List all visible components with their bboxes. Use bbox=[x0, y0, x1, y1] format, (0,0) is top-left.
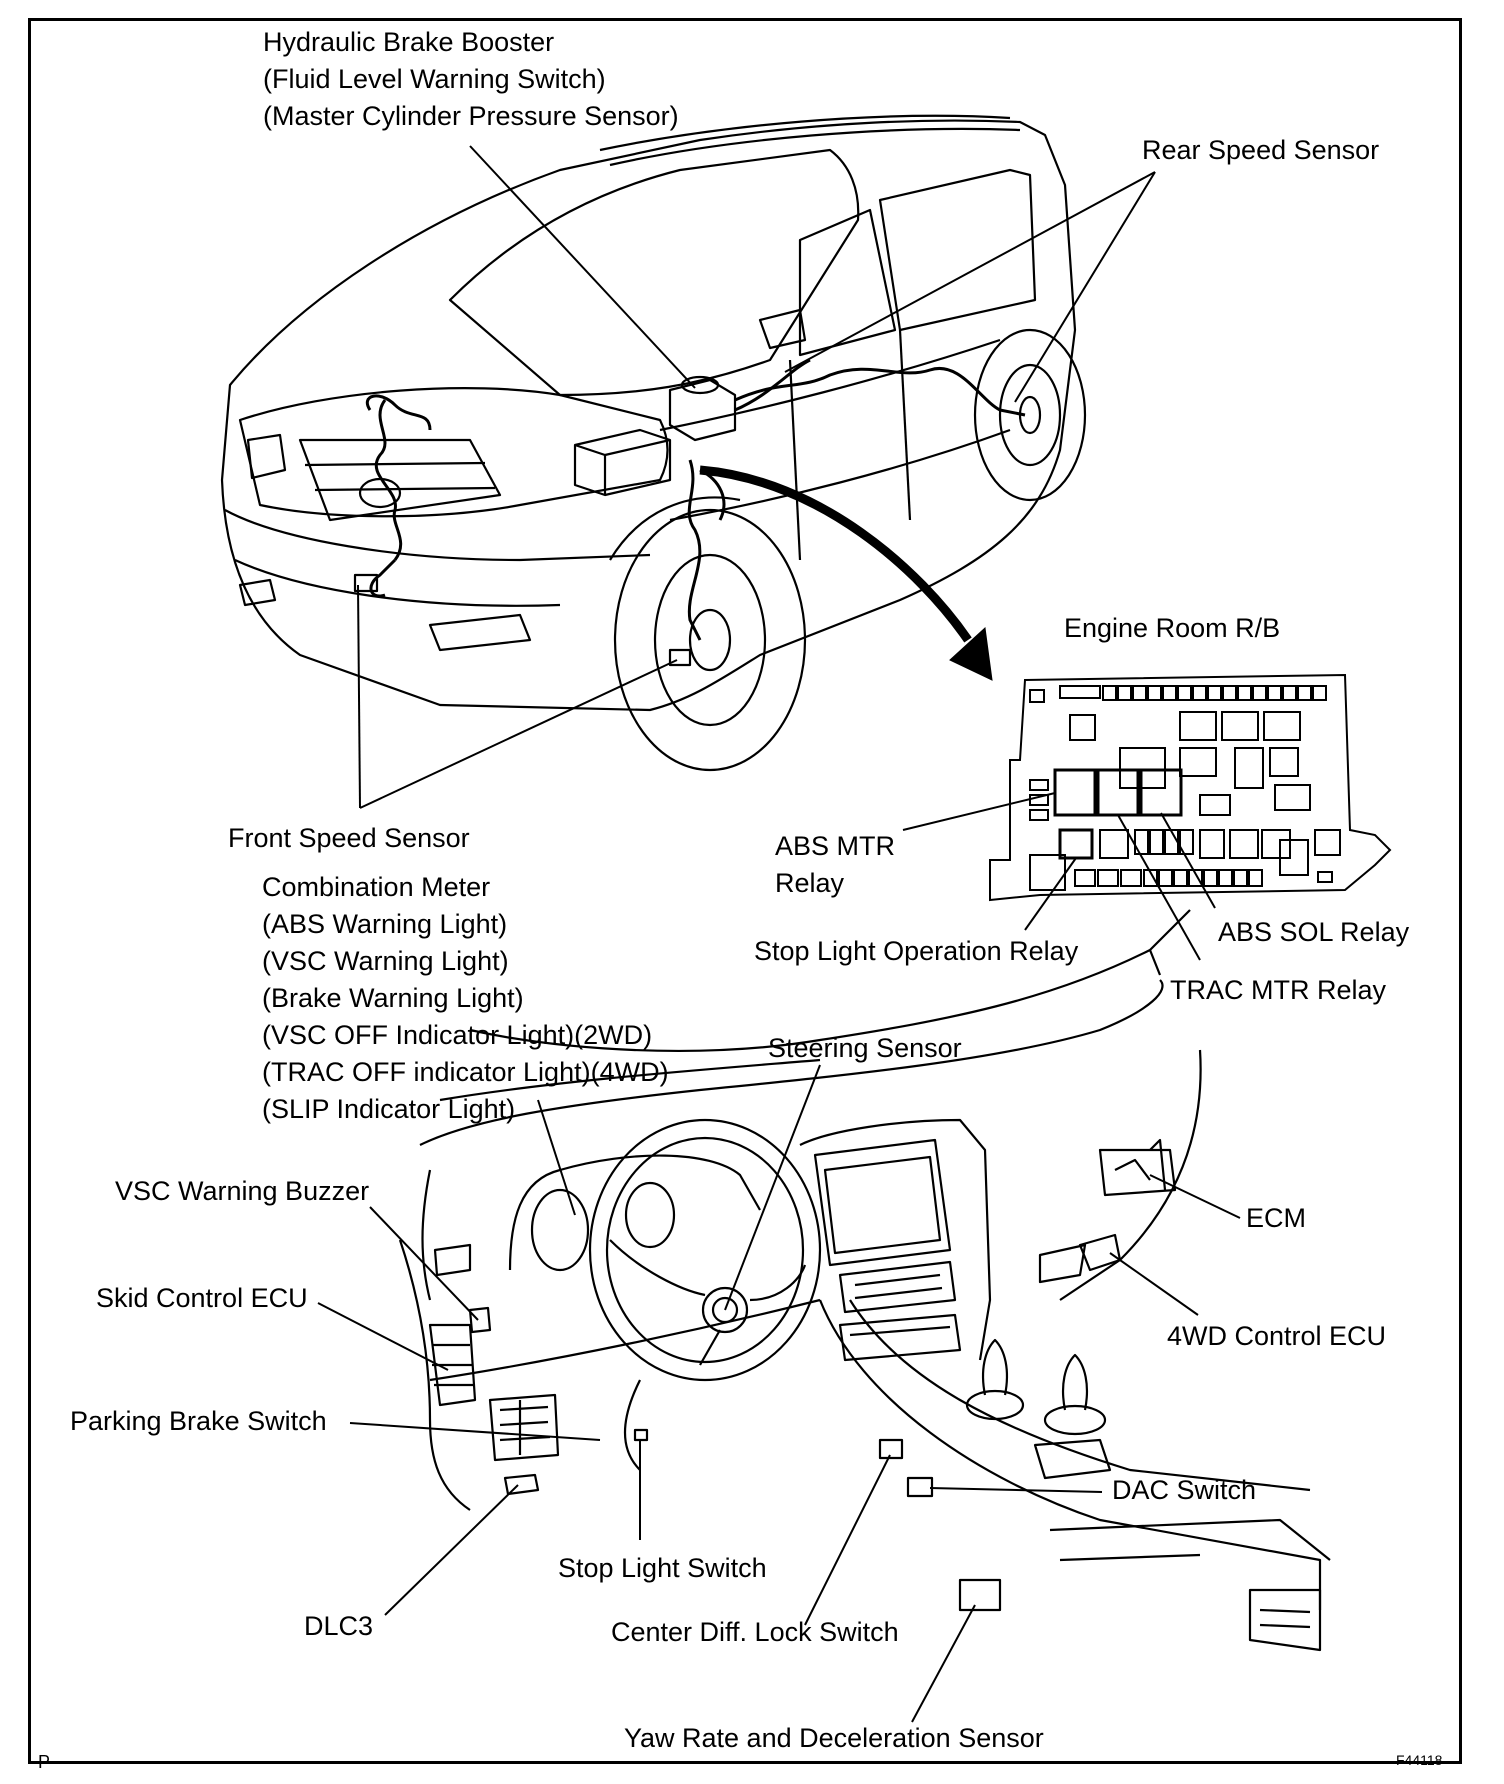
instrument-panel-illustration bbox=[398, 909, 1331, 1652]
leader-stop-light-operation-relay bbox=[1024, 857, 1077, 931]
label-vsc-warning-buzzer: VSC Warning Buzzer bbox=[115, 1176, 370, 1206]
leader-rear-speed-sensor-2 bbox=[1014, 171, 1156, 403]
label-steering-sensor: Steering Sensor bbox=[768, 1033, 962, 1063]
leader-ecm bbox=[1149, 1174, 1241, 1219]
label-abs-mtr-relay-line1: ABS MTR bbox=[775, 831, 896, 861]
label-stop-light-switch: Stop Light Switch bbox=[558, 1553, 767, 1583]
leader-lines bbox=[317, 145, 1241, 1723]
label-trac-off-indicator-light: (TRAC OFF indicator Light)(4WD) bbox=[262, 1057, 669, 1087]
leader-hydraulic-brake-booster bbox=[469, 145, 696, 389]
leader-dlc3 bbox=[384, 1484, 519, 1616]
leader-abs-mtr-relay bbox=[902, 792, 1056, 831]
label-front-speed-sensor: Front Speed Sensor bbox=[228, 823, 470, 853]
label-skid-control-ecu: Skid Control ECU bbox=[96, 1283, 308, 1313]
engine-room-relay-block bbox=[989, 673, 1392, 902]
label-vsc-warning-light: (VSC Warning Light) bbox=[262, 946, 509, 976]
leader-abs-sol-relay bbox=[1160, 812, 1216, 909]
label-yaw-rate-deceleration-sensor: Yaw Rate and Deceleration Sensor bbox=[624, 1723, 1044, 1753]
label-dac-switch: DAC Switch bbox=[1112, 1475, 1257, 1505]
leader-center-diff-lock-switch bbox=[804, 1454, 891, 1626]
leader-4wd-control-ecu bbox=[1109, 1252, 1199, 1316]
label-center-diff-lock-switch: Center Diff. Lock Switch bbox=[611, 1617, 899, 1647]
label-abs-sol-relay: ABS SOL Relay bbox=[1218, 917, 1410, 947]
label-ecm: ECM bbox=[1246, 1203, 1306, 1233]
leader-combination-meter bbox=[537, 1099, 576, 1216]
leader-vsc-warning-buzzer bbox=[369, 1206, 479, 1321]
leader-parking-brake-switch bbox=[349, 1422, 601, 1441]
label-hydraulic-brake-booster: Hydraulic Brake Booster bbox=[263, 27, 555, 57]
label-rear-speed-sensor: Rear Speed Sensor bbox=[1142, 135, 1380, 165]
label-brake-warning-light: (Brake Warning Light) bbox=[262, 983, 524, 1013]
leader-front-speed-sensor-2 bbox=[359, 659, 678, 809]
label-parking-brake-switch: Parking Brake Switch bbox=[70, 1406, 327, 1436]
label-abs-warning-light: (ABS Warning Light) bbox=[262, 909, 508, 939]
leader-steering-sensor bbox=[724, 1064, 821, 1311]
corner-mark-left: P bbox=[38, 1752, 51, 1772]
leader-trac-mtr-relay bbox=[1117, 814, 1201, 961]
label-fluid-level-warning-switch: (Fluid Level Warning Switch) bbox=[263, 64, 606, 94]
diagram-frame bbox=[28, 18, 1462, 1764]
figure-number: F44118 bbox=[1396, 1752, 1443, 1768]
label-vsc-off-indicator-light: (VSC OFF Indicator Light)(2WD) bbox=[262, 1020, 653, 1050]
label-stop-light-operation-relay: Stop Light Operation Relay bbox=[754, 936, 1079, 966]
leader-front-speed-sensor-1 bbox=[357, 584, 361, 809]
leader-skid-control-ecu bbox=[317, 1302, 449, 1371]
label-master-cylinder-pressure-sensor: (Master Cylinder Pressure Sensor) bbox=[263, 101, 679, 131]
label-trac-mtr-relay: TRAC MTR Relay bbox=[1170, 975, 1387, 1005]
label-dlc3: DLC3 bbox=[304, 1611, 374, 1641]
label-combination-meter: Combination Meter bbox=[262, 872, 491, 902]
label-4wd-control-ecu: 4WD Control ECU bbox=[1167, 1321, 1387, 1351]
label-abs-mtr-relay-line2: Relay bbox=[775, 868, 845, 898]
leader-yaw-rate-sensor bbox=[911, 1604, 976, 1723]
leader-rear-speed-sensor-1 bbox=[784, 171, 1156, 373]
label-slip-indicator-light: (SLIP Indicator Light) bbox=[262, 1094, 516, 1124]
label-engine-room-rb: Engine Room R/B bbox=[1064, 613, 1281, 643]
leader-dac-switch bbox=[929, 1487, 1103, 1493]
vehicle-illustration bbox=[220, 114, 1087, 772]
engine-room-arrow bbox=[699, 465, 972, 643]
